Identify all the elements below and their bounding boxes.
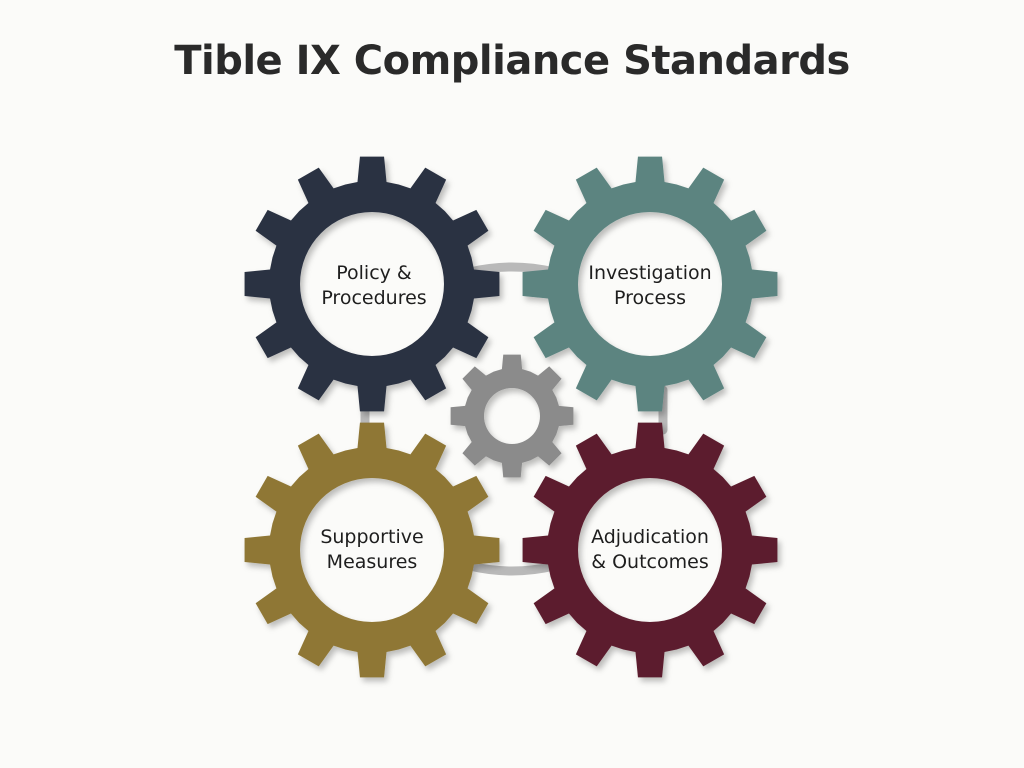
gear-label-line-2: & Outcomes xyxy=(591,551,708,573)
gear-label-line-1: Policy & xyxy=(336,262,412,284)
gear-icon xyxy=(244,156,500,412)
gear-label-line-1: Adjudication xyxy=(591,526,709,548)
page-title: Tible IX Compliance Standards xyxy=(174,38,850,84)
gear-label-line-1: Investigation xyxy=(588,262,711,284)
gear-label-line-2: Process xyxy=(614,287,686,309)
gear-center xyxy=(450,354,574,478)
gear-supportive: Supportive Measures xyxy=(244,422,500,678)
gear-label-line-2: Measures xyxy=(327,551,418,573)
gear-icon xyxy=(522,422,778,678)
connector-bottom xyxy=(465,561,559,576)
gear-label-line-1: Supportive xyxy=(320,526,423,548)
gear-label-line-2: Procedures xyxy=(321,287,426,309)
gear-icon xyxy=(450,354,574,478)
gear-adjudication: Adjudication & Outcomes xyxy=(522,422,778,678)
gear-icon xyxy=(244,422,500,678)
gear-policy: Policy & Procedures xyxy=(244,156,500,412)
gear-investigation: Investigation Process xyxy=(522,156,778,412)
gear-icon xyxy=(522,156,778,412)
